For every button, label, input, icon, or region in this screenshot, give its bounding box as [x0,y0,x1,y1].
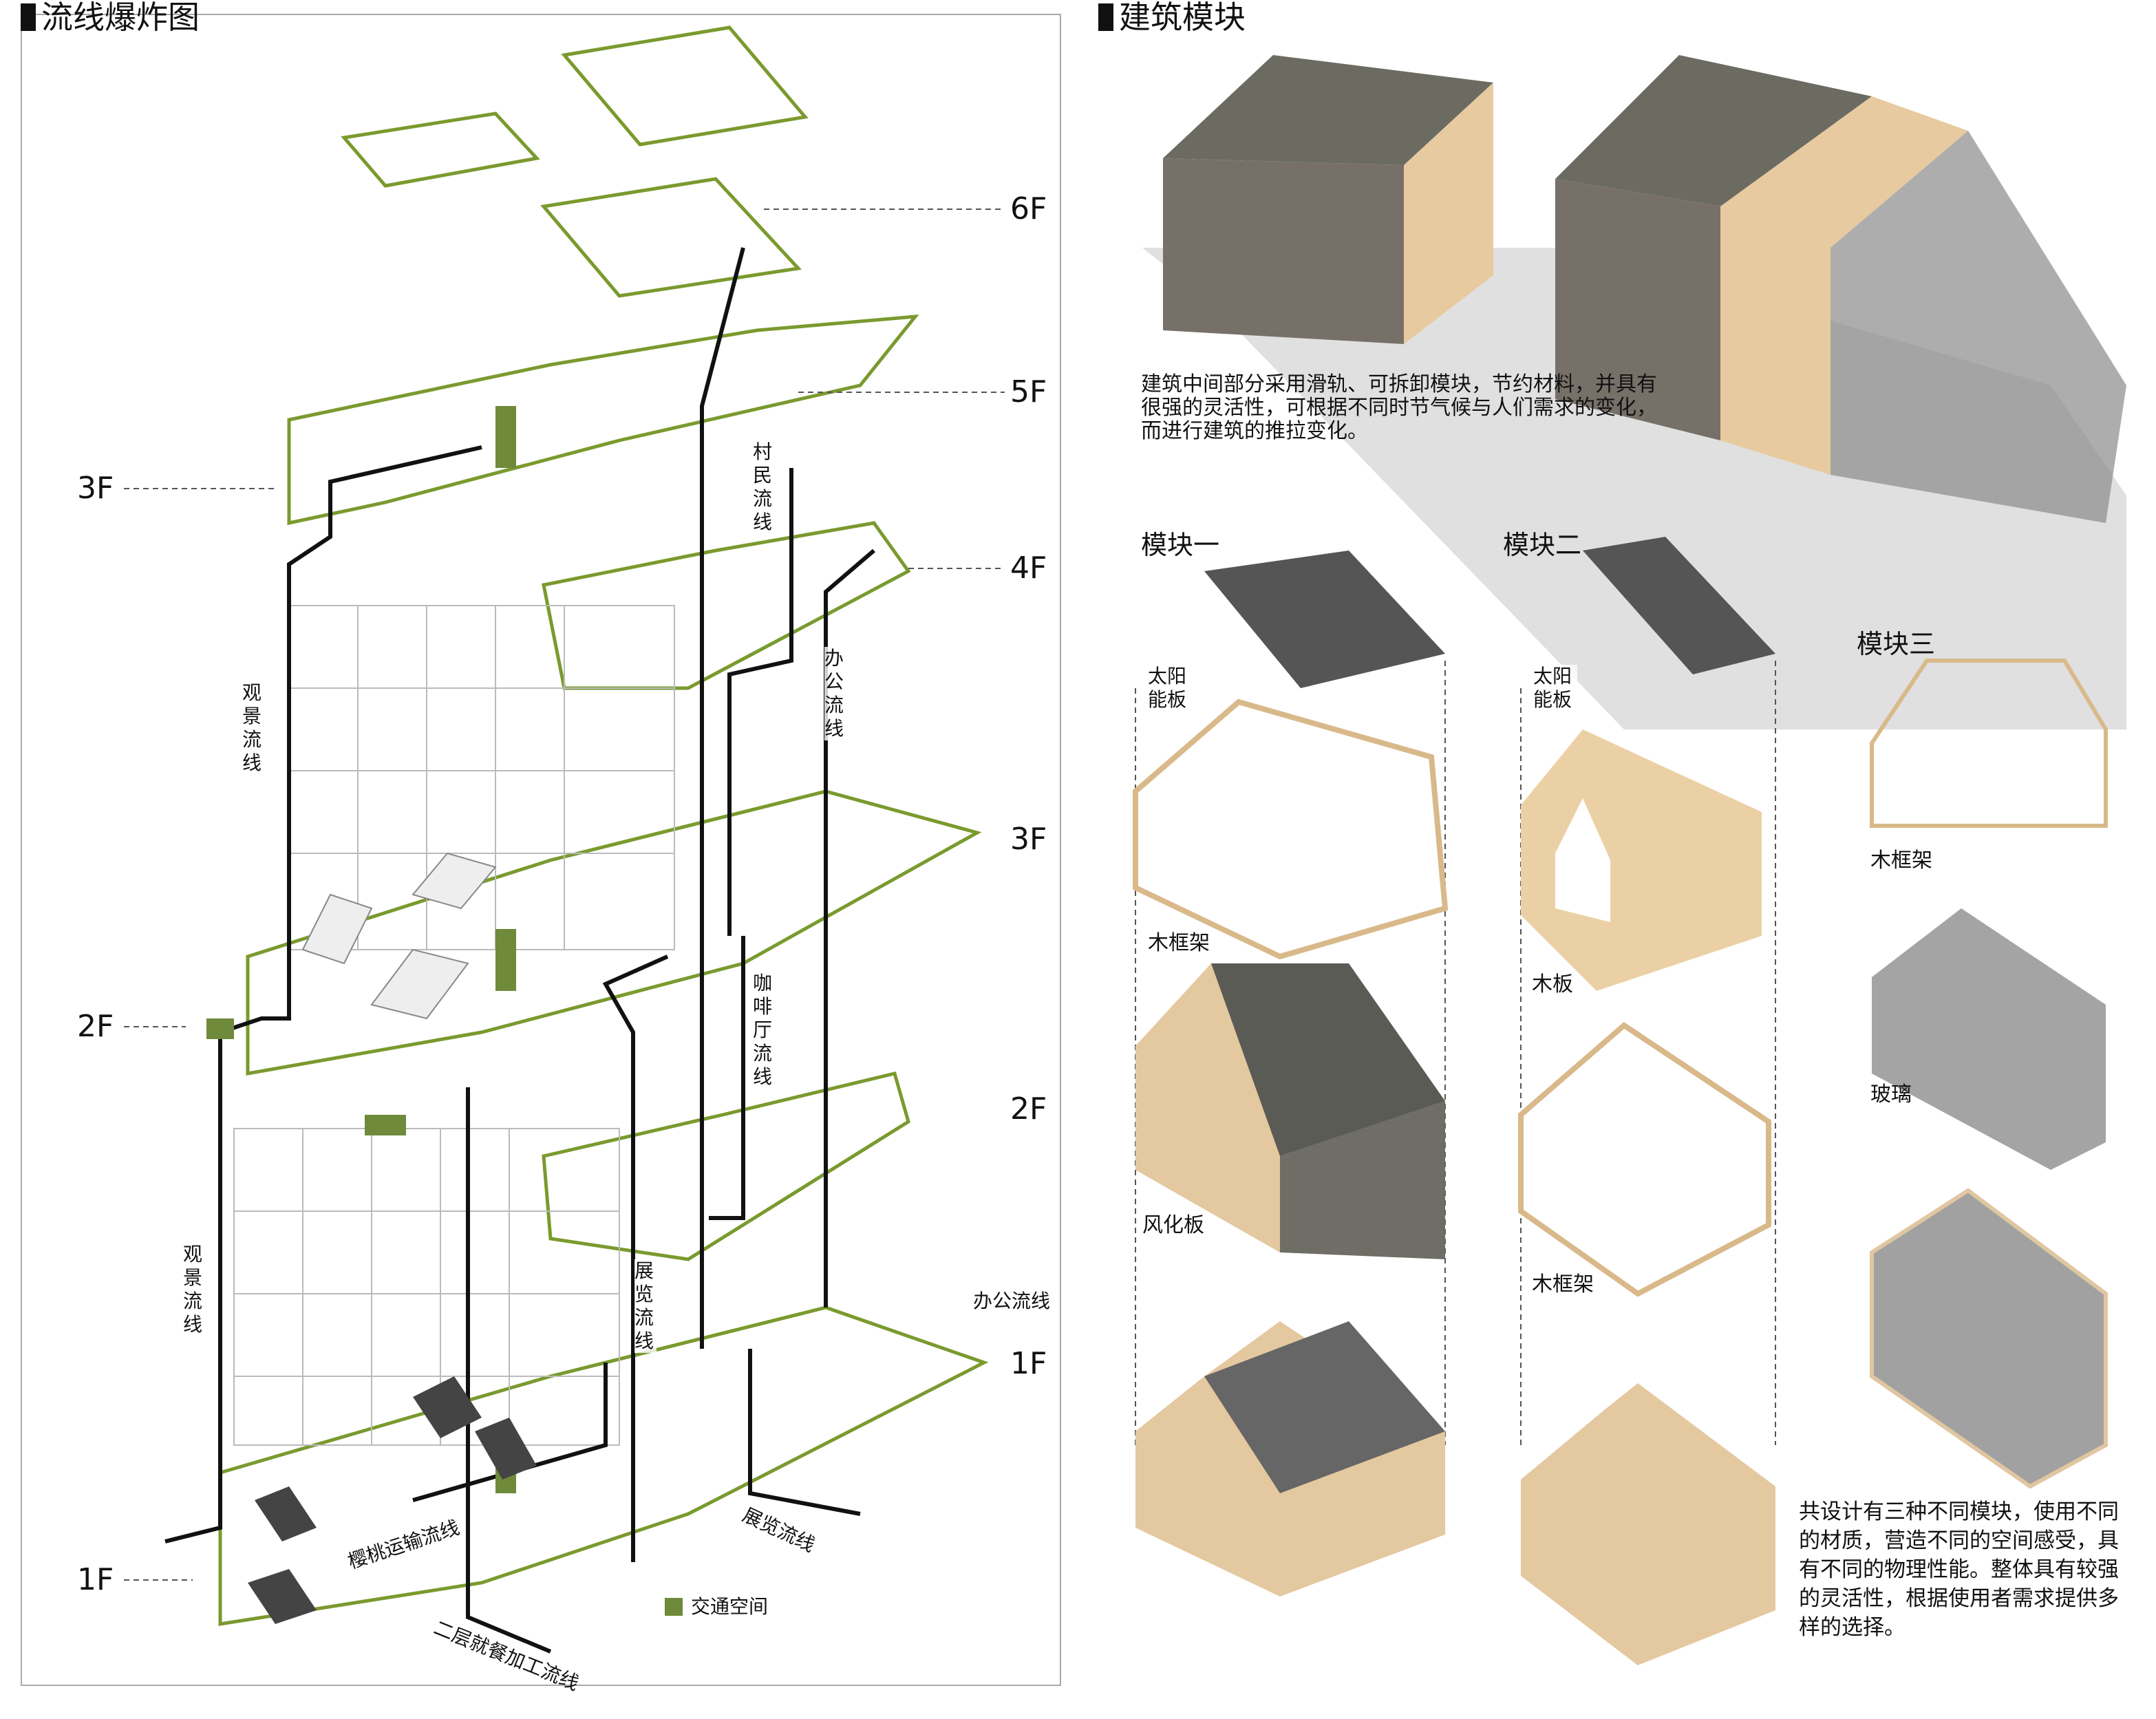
module-three-layers [1870,659,2108,1489]
flow-panel-title-text: 流线爆炸图 [41,0,200,36]
part-label-solar-panel-1: 太阳能板 [1148,665,1192,712]
module-panel-title: 建筑模块 [1098,0,1246,34]
flow-label-view-upper: 观景流线 [242,681,264,775]
part-label-wood-frame-2: 木框架 [1532,1272,1594,1296]
module-two-layers [1518,537,1775,1665]
floor-plates [218,25,989,1626]
part-label-wood-frame-1: 木框架 [1148,931,1210,955]
title-marker [21,3,36,31]
floor-label-3f-right: 3F [1010,822,1047,857]
part-label-wood-frame-3: 木框架 [1870,848,1932,873]
flow-label-villager: 村民流线 [753,440,775,534]
solar-roofs [248,1376,537,1624]
module-one-title: 模块一 [1141,530,1220,560]
flow-arrows [164,247,875,1654]
intro-paragraph: 建筑中间部分采用滑轨、可拆卸模块，节约材料，并具有很强的灵活性，可根据不同时节气… [1141,372,1657,443]
floor-label-2f-left: 2F [77,1009,114,1044]
legend-swatch [665,1598,683,1616]
module-two-title: 模块二 [1503,530,1582,560]
legend-label: 交通空间 [691,1595,769,1618]
summary-paragraph: 共设计有三种不同模块，使用不同的材质，营造不同的空间感受，具有不同的物理性能。整… [1799,1499,2119,1640]
exploded-flow-panel [21,14,1061,1686]
title-marker [1098,3,1113,31]
part-label-wood-board: 木板 [1532,972,1573,996]
floor-label-1f-left: 1F [77,1562,114,1597]
greenhouse-roofs [301,852,497,1020]
module-hero-renders [1142,55,2126,729]
floor-label-5f: 5F [1010,374,1047,409]
floor-label-6f: 6F [1010,191,1047,226]
flow-label-view-lower: 观景流线 [183,1243,205,1336]
module-one-layers [1133,551,1449,1597]
module-three-title: 模块三 [1857,629,1936,659]
structural-grid [233,605,675,1446]
flow-label-cafe: 咖啡厅流线 [753,972,775,1089]
part-label-glass: 玻璃 [1870,1082,1912,1107]
part-label-solar-panel-2: 太阳能板 [1533,665,1577,712]
part-label-weathered-board: 风化板 [1142,1213,1204,1237]
floor-label-4f: 4F [1010,551,1047,586]
flow-panel-title: 流线爆炸图 [21,0,200,34]
floor-label-1f-right: 1F [1010,1346,1047,1381]
floor-label-3f-left: 3F [77,471,114,506]
module-panel-title-text: 建筑模块 [1119,0,1246,36]
leader-lines [124,209,1005,1581]
flow-label-exhibition-vertical: 展览流线 [634,1259,657,1353]
flow-label-office-horizontal: 办公流线 [973,1290,1051,1312]
flow-label-office-vertical: 办公流线 [824,647,846,740]
legend: 交通空间 [665,1595,768,1619]
floor-label-2f-right: 2F [1010,1091,1047,1127]
